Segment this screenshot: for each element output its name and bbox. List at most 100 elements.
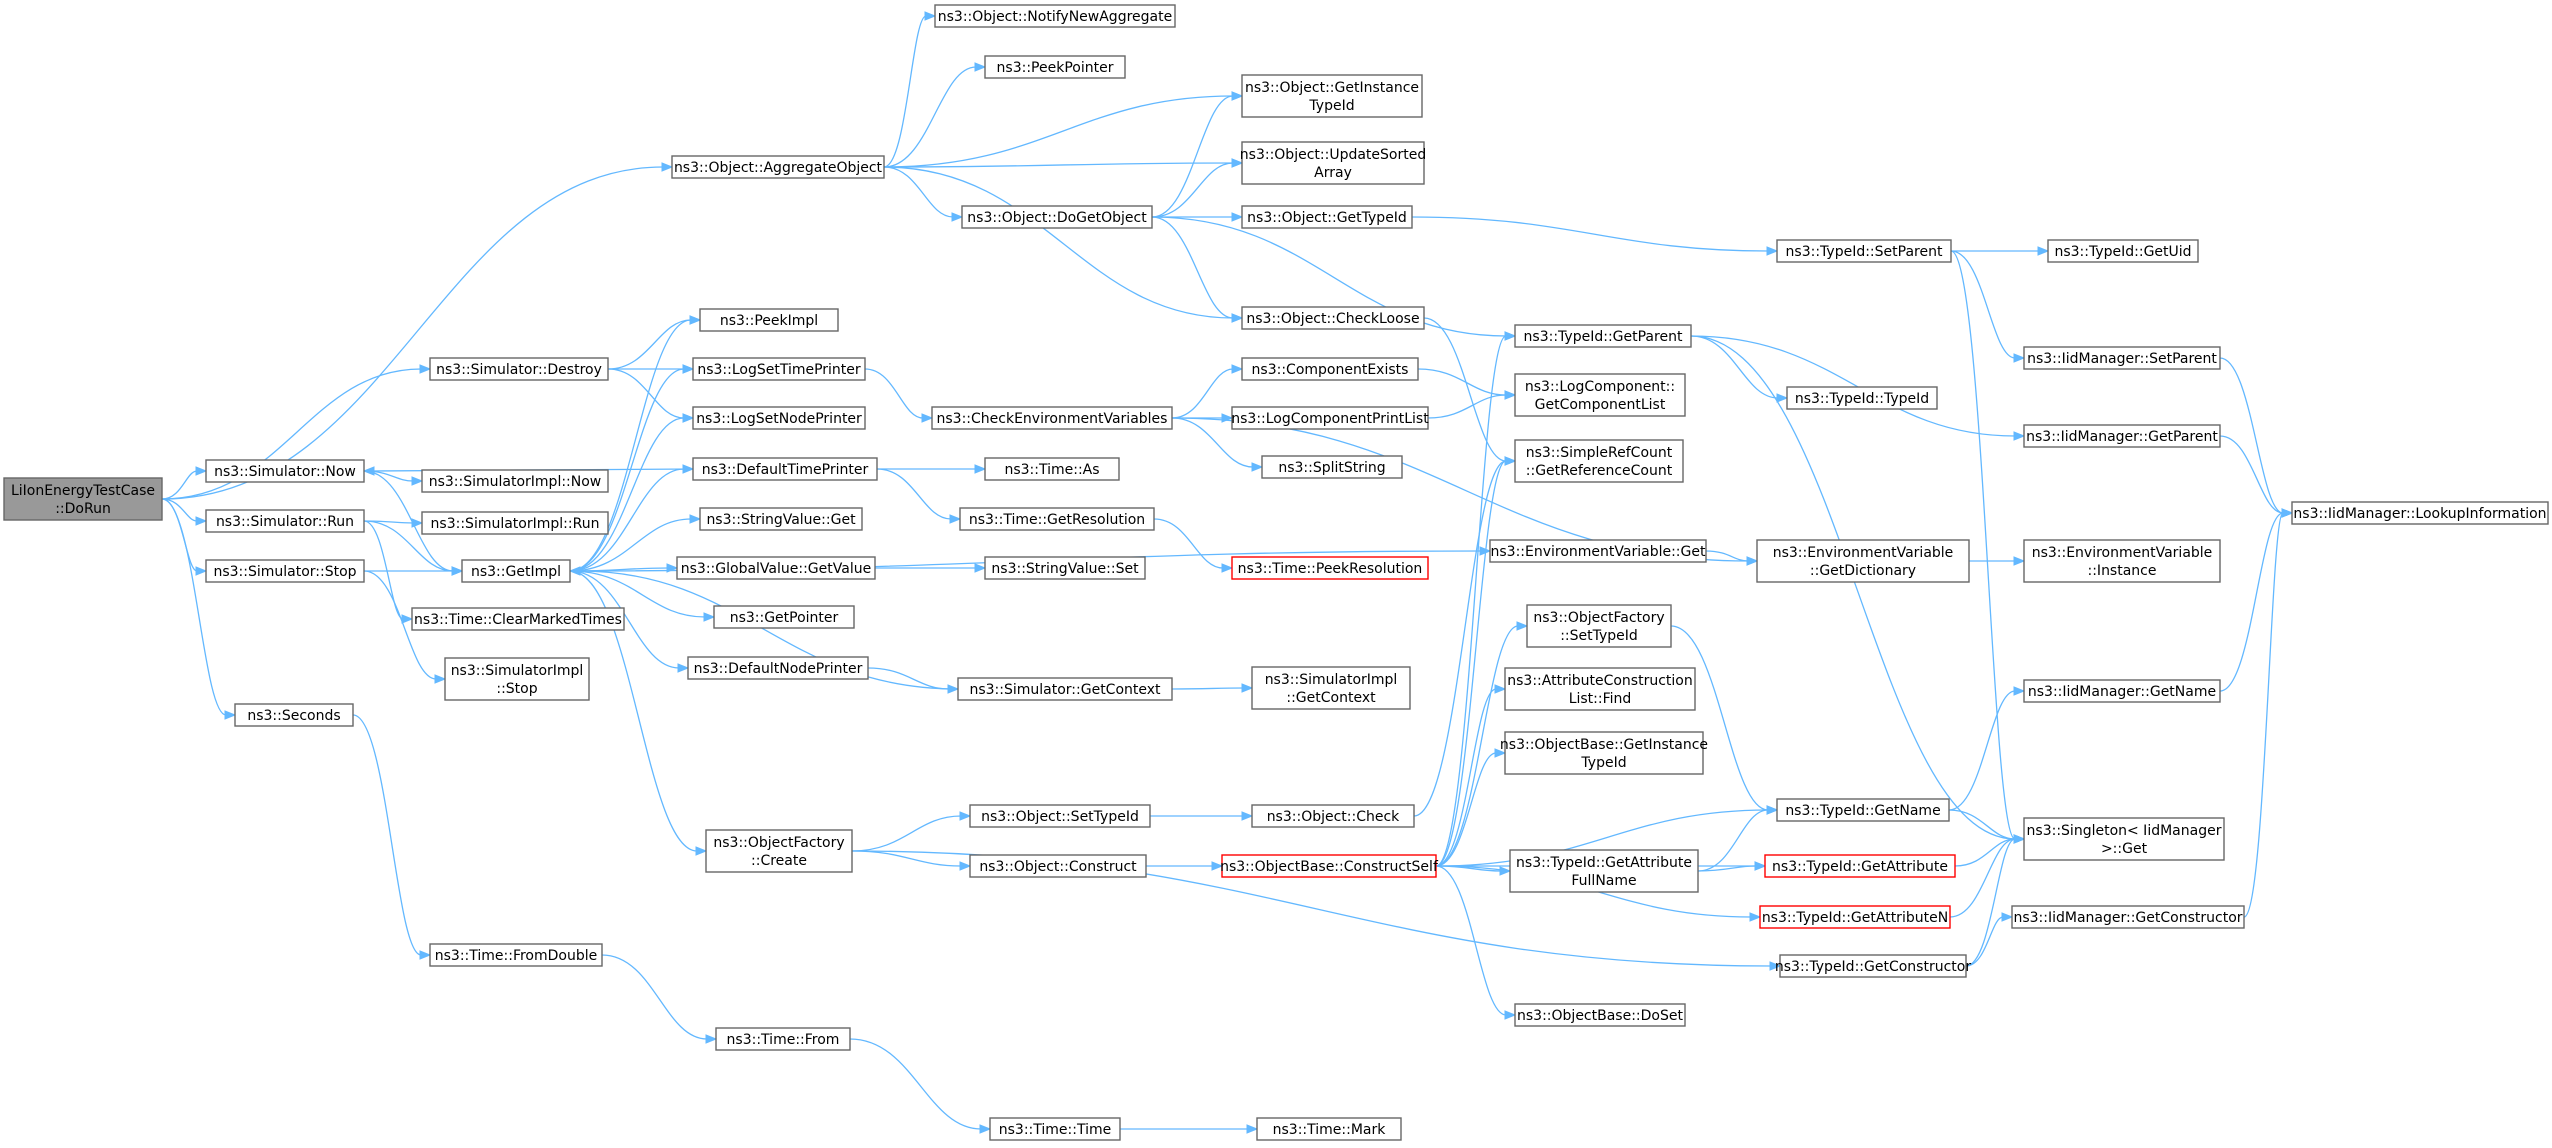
node-timemark[interactable]: ns3::Time::Mark: [1256, 1117, 1402, 1141]
node-notify[interactable]: ns3::Object::NotifyNewAggregate: [934, 4, 1176, 28]
node-envinst[interactable]: ns3::EnvironmentVariable::Instance: [2023, 539, 2221, 583]
node-lookup[interactable]: ns3::IidManager::LookupInformation: [2291, 501, 2549, 525]
node-checkloose[interactable]: ns3::Object::CheckLoose: [1241, 306, 1425, 330]
node-simgetctx[interactable]: ns3::Simulator::GetContext: [957, 677, 1173, 701]
node-simnow[interactable]: ns3::Simulator::Now: [205, 459, 365, 483]
node-logsetnp[interactable]: ns3::LogSetNodePrinter: [692, 406, 866, 430]
node-gettypeid[interactable]: ns3::Object::GetTypeId: [1241, 205, 1413, 229]
edge-line: [1413, 460, 1507, 817]
node-label: ns3::Object::Check: [1267, 809, 1400, 825]
node-simrun[interactable]: ns3::Simulator::Run: [205, 509, 365, 533]
node-getuid[interactable]: ns3::TypeId::GetUid: [2047, 239, 2199, 263]
edge-iid_getparent-to-lookup: [2219, 435, 2294, 518]
edge-constructself-to-doset: [1435, 865, 1517, 1020]
edge-constructself-to-obginst: [1435, 748, 1507, 867]
edge-line: [1435, 460, 1507, 867]
edge-getimpl-to-logsettp: [569, 364, 695, 572]
node-peekptr[interactable]: ns3::PeekPointer: [984, 55, 1126, 79]
node-defnp[interactable]: ns3::DefaultNodePrinter: [687, 656, 869, 680]
node-box: [1514, 1003, 1686, 1027]
edge-line: [2219, 357, 2284, 514]
node-iid_getctor[interactable]: ns3::IidManager::GetConstructor: [2011, 905, 2245, 929]
node-compexists[interactable]: ns3::ComponentExists: [1241, 357, 1419, 381]
edge-arrowhead: [1746, 556, 1759, 566]
node-tid_getparent[interactable]: ns3::TypeId::GetParent: [1514, 324, 1692, 348]
node-box: [429, 943, 603, 967]
node-box: [692, 406, 866, 430]
edge-line: [161, 498, 198, 522]
node-logcompprint[interactable]: ns3::LogComponentPrintList: [1231, 406, 1429, 430]
node-objsettid[interactable]: ns3::Object::SetTypeId: [969, 804, 1151, 828]
node-implgetctx[interactable]: ns3::SimulatorImpl::GetContext: [1251, 666, 1411, 710]
node-box: [1776, 798, 1950, 822]
node-label: ns3::TypeId::GetAttribute: [1516, 855, 1692, 871]
node-deftp[interactable]: ns3::DefaultTimePrinter: [692, 457, 878, 481]
node-strset[interactable]: ns3::StringValue::Set: [984, 556, 1146, 580]
node-label: ns3::Time::As: [1004, 462, 1099, 478]
node-iid_getname[interactable]: ns3::IidManager::GetName: [2023, 679, 2221, 703]
edge-arrowhead: [1749, 912, 1762, 922]
node-tidgetname[interactable]: ns3::TypeId::GetName: [1776, 798, 1950, 822]
node-label: LiIonEnergyTestCase: [11, 483, 155, 499]
node-label: ns3::LogSetTimePrinter: [697, 362, 861, 378]
node-getptr[interactable]: ns3::GetPointer: [713, 605, 855, 629]
node-dogetobj[interactable]: ns3::Object::DoGetObject: [961, 205, 1153, 229]
node-doset[interactable]: ns3::ObjectBase::DoSet: [1514, 1003, 1686, 1027]
node-singleton[interactable]: ns3::Singleton< IidManager>::Get: [2023, 817, 2225, 861]
node-tidgetctor[interactable]: ns3::TypeId::GetConstructor: [1775, 954, 1971, 978]
node-peekimpl[interactable]: ns3::PeekImpl: [699, 308, 839, 332]
node-box: [984, 556, 1146, 580]
node-box: [1759, 905, 1951, 929]
edge-line: [601, 954, 708, 1040]
node-envget[interactable]: ns3::EnvironmentVariable::Get: [1489, 539, 1707, 563]
node-simstop[interactable]: ns3::Simulator::Stop: [205, 559, 365, 583]
node-getimpl[interactable]: ns3::GetImpl: [461, 559, 571, 583]
node-envdict[interactable]: ns3::EnvironmentVariable::GetDictionary: [1756, 539, 1970, 583]
node-setparent[interactable]: ns3::TypeId::SetParent: [1776, 239, 1952, 263]
node-iid_getparent[interactable]: ns3::IidManager::GetParent: [2023, 424, 2221, 448]
node-checkenv[interactable]: ns3::CheckEnvironmentVariables: [931, 406, 1173, 430]
node-tid_typeid[interactable]: ns3::TypeId::TypeId: [1786, 386, 1938, 410]
edge-dogetobj-to-updsorted: [1151, 158, 1244, 218]
node-seconds[interactable]: ns3::Seconds: [234, 703, 354, 727]
node-implstop[interactable]: ns3::SimulatorImpl::Stop: [444, 657, 590, 701]
node-constructself[interactable]: ns3::ObjectBase::ConstructSelf: [1220, 854, 1439, 878]
node-box: [934, 4, 1176, 28]
node-label: ::GetReferenceCount: [1526, 463, 1673, 479]
node-strget[interactable]: ns3::StringValue::Get: [699, 507, 863, 531]
node-getrefcount[interactable]: ns3::SimpleRefCount::GetReferenceCount: [1514, 439, 1684, 483]
edge-simgetctx-to-implgetctx: [1171, 683, 1254, 693]
node-aggregate[interactable]: ns3::Object::AggregateObject: [671, 155, 885, 179]
node-tidgetattrn[interactable]: ns3::TypeId::GetAttributeN: [1759, 905, 1951, 929]
node-timefrom[interactable]: ns3::Time::From: [715, 1027, 851, 1051]
node-objcheck[interactable]: ns3::Object::Check: [1251, 804, 1415, 828]
node-gvget[interactable]: ns3::GlobalValue::GetValue: [676, 556, 876, 580]
node-destroy[interactable]: ns3::Simulator::Destroy: [429, 357, 609, 381]
node-timeas[interactable]: ns3::Time::As: [984, 457, 1120, 481]
node-root[interactable]: LiIonEnergyTestCase::DoRun: [3, 477, 163, 521]
node-ofsettid[interactable]: ns3::ObjectFactory::SetTypeId: [1526, 604, 1672, 648]
node-label: ns3::Object::GetTypeId: [1247, 210, 1407, 226]
node-implnow[interactable]: ns3::SimulatorImpl::Now: [421, 469, 609, 493]
node-objconstruct[interactable]: ns3::Object::Construct: [969, 854, 1147, 878]
node-tidgetattr[interactable]: ns3::TypeId::GetAttribute: [1764, 854, 1956, 878]
node-ofcreate[interactable]: ns3::ObjectFactory::Create: [705, 829, 853, 873]
node-splitstring[interactable]: ns3::SplitString: [1261, 455, 1403, 479]
node-fromdouble[interactable]: ns3::Time::FromDouble: [429, 943, 603, 967]
node-clearmt[interactable]: ns3::Time::ClearMarkedTimes: [411, 607, 625, 631]
edge-arrowhead: [1241, 683, 1254, 693]
node-timegetres[interactable]: ns3::Time::GetResolution: [959, 507, 1155, 531]
node-label: ns3::SimulatorImpl: [1265, 672, 1398, 688]
node-label: ns3::EnvironmentVariable: [1773, 545, 1954, 561]
node-peekres[interactable]: ns3::Time::PeekResolution: [1231, 556, 1429, 580]
node-iid_setparent[interactable]: ns3::IidManager::SetParent: [2023, 346, 2221, 370]
node-logsettp[interactable]: ns3::LogSetTimePrinter: [692, 357, 866, 381]
node-implrun[interactable]: ns3::SimulatorImpl::Run: [421, 511, 609, 535]
node-getcomplist[interactable]: ns3::LogComponent::GetComponentList: [1514, 373, 1686, 417]
node-timetime[interactable]: ns3::Time::Time: [989, 1117, 1121, 1141]
